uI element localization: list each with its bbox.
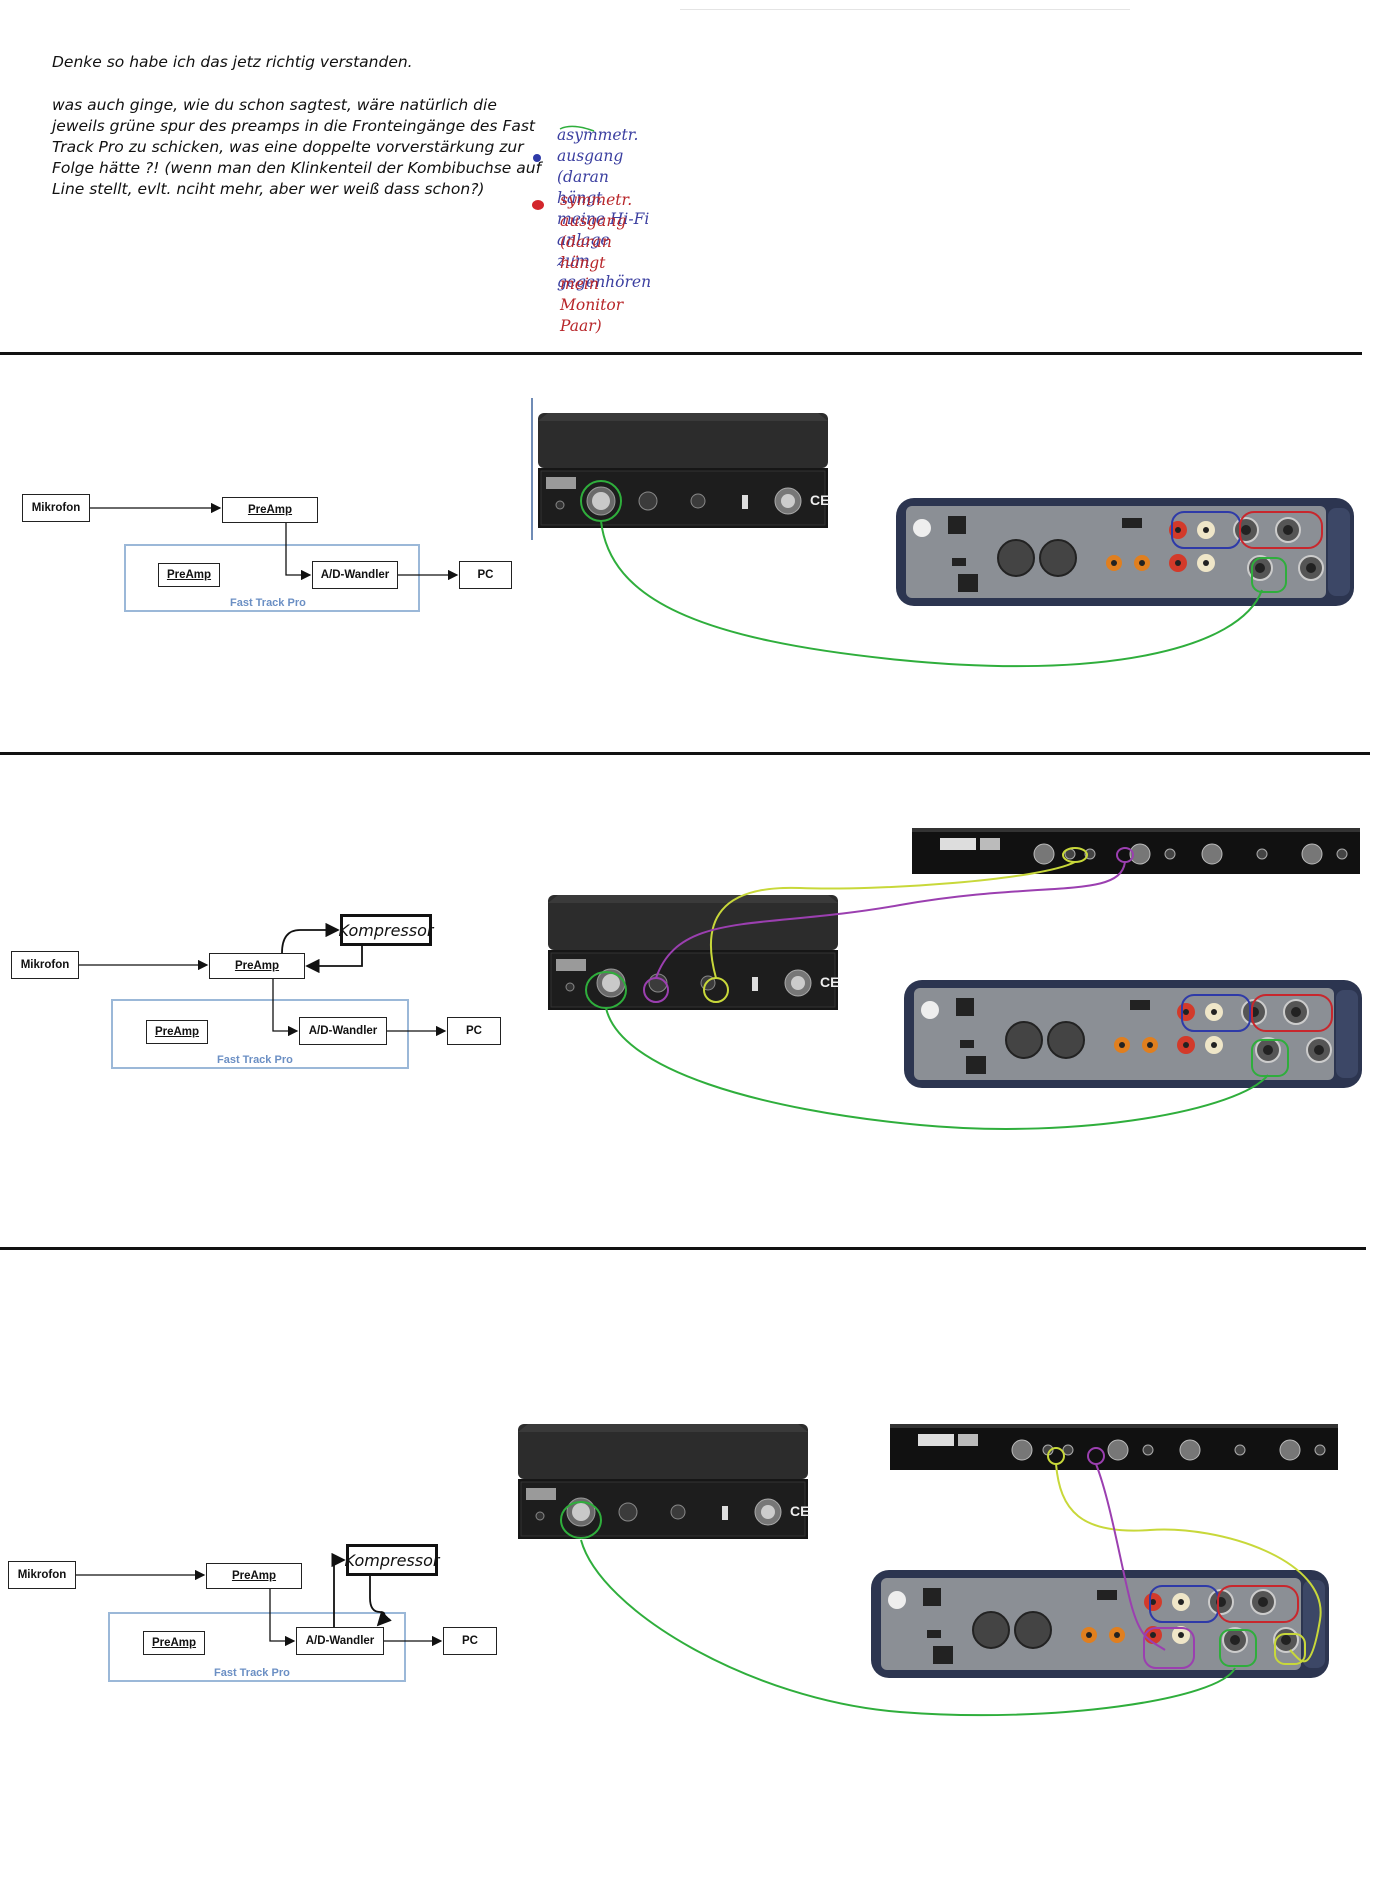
legend-blue-dot [533, 154, 541, 162]
legend-markers [532, 125, 595, 210]
legend-asym-line: asymmetr. ausgang (daran [557, 126, 639, 186]
arrow-preamp-to-adw [285, 523, 312, 581]
arrow-preamp-to-adw [272, 979, 299, 1037]
purple-highlight [1143, 1627, 1195, 1669]
pc-box: PC [459, 561, 512, 589]
green-highlight [1251, 1039, 1289, 1077]
legend-green-tick [559, 125, 595, 132]
kompressor-rack-photo [911, 827, 1361, 875]
arrow-preamp-to-adw [269, 1589, 296, 1647]
preamp-box: PreAmp [206, 1563, 302, 1589]
blue-highlight [1181, 994, 1251, 1032]
fast-track-pro-box [111, 999, 409, 1069]
fast-track-pro-box [108, 1612, 406, 1682]
kompressor-box: Kompressor [339, 914, 433, 946]
note-para-line: Line stellt, evlt. nciht mehr, aber wer … [52, 180, 485, 198]
fast-track-pro-box [124, 544, 420, 612]
green-cable [600, 520, 1263, 668]
green-highlight [560, 1501, 602, 1539]
legend-sym-line: hängt mein Monitor Paar) [560, 254, 624, 335]
green-highlight [1251, 557, 1287, 593]
section-divider [0, 352, 1362, 355]
green-cable [580, 1539, 1236, 1717]
mikrofon-box: Mikrofon [8, 1561, 76, 1589]
fast-track-pro-photo [895, 497, 1355, 607]
yellow-cable [1055, 1463, 1322, 1663]
red-highlight [1251, 994, 1333, 1032]
kompressor-box: Kompressor [345, 1544, 439, 1576]
note-para-line: jeweils grüne spur des preamps in die Fr… [52, 117, 536, 135]
ad-wandler-box: A/D-Wandler [296, 1627, 384, 1655]
red-highlight [1239, 511, 1323, 549]
yellow-cable [709, 861, 1076, 979]
arrow-kompressor-to-adw [369, 1576, 392, 1627]
yellow-highlight [1274, 1633, 1306, 1665]
fast-track-pro-label: Fast Track Pro [217, 1054, 293, 1066]
note-para-line: Track Pro zu schicken, was eine doppelte… [52, 138, 524, 156]
section-divider [0, 752, 1370, 755]
preamp-device-photo [537, 412, 830, 529]
note-para-line: Folge hätte ?! (wenn man den Klinkenteil… [52, 159, 542, 177]
kompressor-rack-photo [889, 1423, 1339, 1471]
legend-asym-line: zum gegenhören [557, 252, 652, 291]
green-cable [605, 1007, 1269, 1130]
internal-preamp-box: PreAmp [143, 1631, 205, 1655]
fast-track-pro-label: Fast Track Pro [230, 597, 306, 609]
preamp-box: PreAmp [209, 953, 305, 979]
ad-wandler-box: A/D-Wandler [299, 1017, 387, 1045]
green-highlight [1219, 1629, 1257, 1667]
internal-preamp-box: PreAmp [146, 1020, 208, 1044]
pc-box: PC [443, 1627, 497, 1655]
legend-red-dot [532, 200, 544, 210]
legend-asym-line: hängt meine Hi-Fi anlage [557, 189, 650, 249]
mikrofon-box: Mikrofon [11, 951, 79, 979]
ad-wandler-box: A/D-Wandler [312, 561, 398, 589]
arrow-preamp-to-kompressor [281, 922, 340, 954]
internal-preamp-box: PreAmp [158, 563, 220, 587]
pc-box: PC [447, 1017, 501, 1045]
mikrofon-box: Mikrofon [22, 494, 90, 522]
section-divider [0, 1247, 1366, 1250]
arrow-adw-to-kompressor [331, 1552, 346, 1627]
note-para-line: was auch ginge, wie du schon sagtest, wä… [52, 96, 497, 114]
red-highlight [1217, 1585, 1299, 1623]
legend-sym-line: symmetr. ausgang (daran [560, 191, 633, 251]
fast-track-pro-label: Fast Track Pro [214, 1667, 290, 1679]
arrow-kompressor-to-preamp [305, 946, 363, 974]
note-paragraph: was auch ginge, wie du schon sagtest, wä… [52, 95, 541, 200]
preamp-box: PreAmp [222, 497, 318, 523]
fast-track-pro-photo [903, 979, 1363, 1089]
purple-cable [1095, 1463, 1166, 1651]
note-line: Denke so habe ich das jetz richtig verst… [52, 53, 413, 71]
purple-cable [655, 861, 1126, 979]
top-faint-line [680, 9, 1130, 10]
preamp-device-photo [547, 894, 840, 1011]
